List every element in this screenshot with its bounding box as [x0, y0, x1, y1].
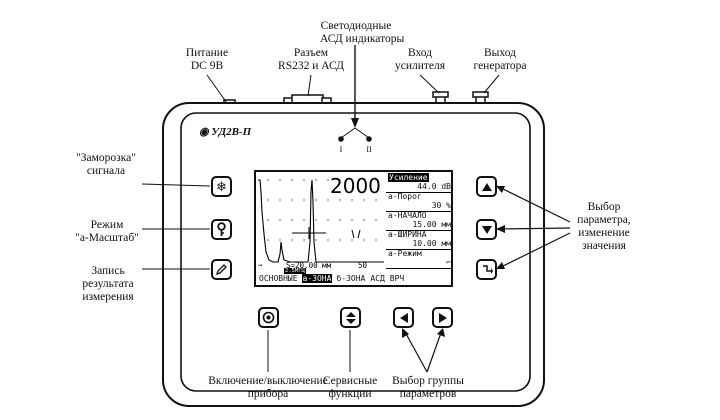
- enter-icon: [482, 264, 493, 274]
- parameter-name: а-Режим: [388, 249, 422, 258]
- led-indicator-2: [366, 136, 372, 142]
- parameter-item[interactable]: а-Порог 30 %: [386, 192, 451, 212]
- scale-end: 50: [358, 261, 368, 270]
- menu-tab[interactable]: АСД: [370, 274, 385, 283]
- freeze-button[interactable]: ❄: [211, 176, 232, 197]
- led-mark-1: I: [339, 145, 343, 154]
- screen-big-value: 2000: [330, 174, 381, 198]
- parameter-value: 15.00 мм: [412, 220, 451, 229]
- led-mark-2: II: [366, 145, 372, 154]
- group-prev-button[interactable]: [393, 307, 414, 328]
- menu-tab[interactable]: ОСНОВНЫЕ: [259, 274, 298, 283]
- scale-arrow: →: [258, 261, 263, 269]
- triangle-left-icon: [399, 312, 408, 323]
- triangle-right-icon: [438, 312, 447, 323]
- frequency-badge: 2.5МГЦ: [284, 268, 306, 274]
- up-down-icon: [345, 311, 356, 324]
- menu-tab[interactable]: ВРЧ: [389, 274, 405, 283]
- param-up-button[interactable]: [476, 176, 497, 197]
- param-enter-button[interactable]: [476, 259, 497, 280]
- label-freeze: "Заморозка"сигнала: [76, 152, 136, 177]
- menu-tab[interactable]: б-ЗОНА: [336, 274, 366, 283]
- parameter-name: Усиление: [388, 173, 429, 182]
- menu-tab[interactable]: а-ЗОНА: [301, 274, 333, 283]
- parameter-name: а-ШИРИНА: [388, 230, 427, 239]
- record-button[interactable]: [211, 259, 232, 280]
- group-next-button[interactable]: [432, 307, 453, 328]
- scale-sweep: S=20.00 мм: [286, 261, 332, 270]
- parameter-value: 30 %: [431, 201, 451, 210]
- snowflake-icon: ❄: [216, 179, 227, 194]
- led-indicator-1: [338, 136, 344, 142]
- parameter-value: ⌐: [446, 258, 451, 267]
- device-logo-icon: ◉: [199, 126, 209, 138]
- parameter-value: 44.0 dB: [417, 182, 451, 191]
- device-title: ◉ УД2В-П: [199, 126, 252, 138]
- service-button[interactable]: [340, 307, 361, 328]
- power-icon: [262, 311, 275, 324]
- gen-output-cap: [472, 91, 489, 98]
- pen-icon: [215, 264, 227, 276]
- scale-mode-button[interactable]: [211, 219, 232, 240]
- parameter-name: а-Порог: [388, 192, 422, 201]
- parameter-item[interactable]: а-Режим ⌐: [386, 249, 451, 269]
- parameter-name: а-НАЧАЛО: [388, 211, 427, 220]
- a-scan-plot: [258, 179, 384, 263]
- power-button[interactable]: [258, 307, 279, 328]
- label-scale-mode: Режим"а-Масштаб": [75, 219, 139, 244]
- key-icon: [217, 222, 226, 236]
- param-down-button[interactable]: [476, 219, 497, 240]
- amp-input-cap: [432, 91, 449, 98]
- triangle-up-icon: [481, 182, 492, 191]
- rs232-connector: [291, 94, 324, 104]
- parameter-value: 10.00 мм: [412, 239, 451, 248]
- triangle-down-icon: [481, 225, 492, 234]
